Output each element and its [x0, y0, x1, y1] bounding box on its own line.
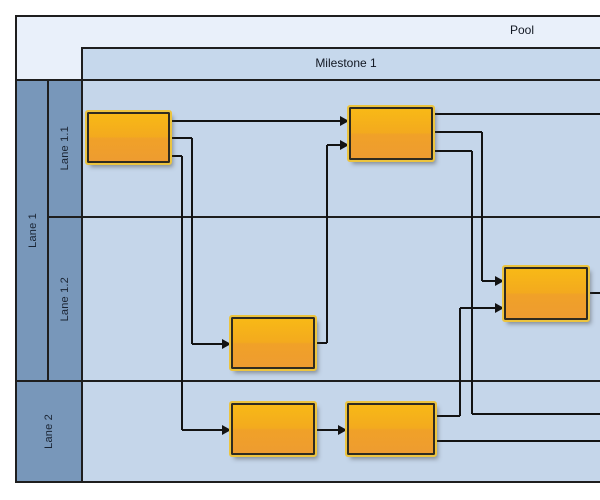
pool-left-border: [15, 15, 17, 483]
pool-bottom-border: [15, 481, 600, 483]
lane-label-text: Lane 1.2: [59, 276, 71, 322]
arrowhead-icon: [340, 140, 349, 150]
pool-title: Pool: [509, 23, 535, 37]
connection-line: [482, 280, 495, 282]
connection-line: [433, 113, 600, 115]
arrowhead-icon: [338, 425, 347, 435]
connection-line: [315, 429, 338, 431]
connection-line: [170, 155, 182, 157]
arrowhead-icon: [222, 339, 231, 349]
connection-line: [191, 138, 193, 344]
arrowhead-icon: [222, 425, 231, 435]
connection-line: [460, 307, 495, 309]
connection-line: [192, 343, 222, 345]
connection-line: [471, 151, 473, 414]
lanes-top-border: [15, 79, 600, 81]
lane-label-lane-2[interactable]: Lane 2: [17, 382, 81, 481]
task-a[interactable]: [85, 110, 172, 165]
label-column-right-border: [81, 47, 83, 483]
pool-top-border: [15, 15, 600, 17]
connection-line: [181, 156, 183, 430]
connection-line: [170, 137, 192, 139]
lane-label-lane-1-1[interactable]: Lane 1.1: [49, 81, 81, 216]
connection-line: [459, 308, 461, 416]
connection-line: [435, 440, 600, 442]
connection-line: [182, 429, 222, 431]
milestone-title: Milestone 1: [315, 56, 377, 70]
connection-line: [170, 120, 340, 122]
task-e[interactable]: [345, 401, 437, 457]
connection-line: [433, 131, 482, 133]
lane-1-1-1-2-divider: [47, 216, 600, 218]
sublane-column-border: [47, 79, 49, 382]
lane-label-text: Lane 2: [43, 414, 55, 449]
connection-line: [315, 342, 327, 344]
task-d[interactable]: [229, 401, 317, 457]
arrowhead-icon: [495, 276, 504, 286]
lane-1-2-divider: [15, 380, 600, 382]
connection-line: [481, 132, 483, 281]
lane-label-text: Lane 1: [26, 213, 39, 248]
lane-label-lane-1[interactable]: Lane 1: [17, 81, 48, 380]
connection-line: [326, 145, 328, 343]
lane-label-text: Lane 1.1: [59, 126, 71, 171]
connection-line: [435, 415, 460, 417]
connection-line: [433, 150, 472, 152]
connection-line: [472, 413, 600, 415]
task-f[interactable]: [502, 265, 590, 322]
connection-line: [588, 292, 600, 294]
lane-label-lane-1-2[interactable]: Lane 1.2: [49, 218, 81, 380]
milestone-header[interactable]: [83, 49, 600, 79]
milestone-top-border: [81, 47, 600, 49]
task-b[interactable]: [347, 105, 435, 162]
connection-line: [327, 144, 340, 146]
arrowhead-icon: [340, 116, 349, 126]
task-c[interactable]: [229, 315, 317, 371]
arrowhead-icon: [495, 303, 504, 313]
